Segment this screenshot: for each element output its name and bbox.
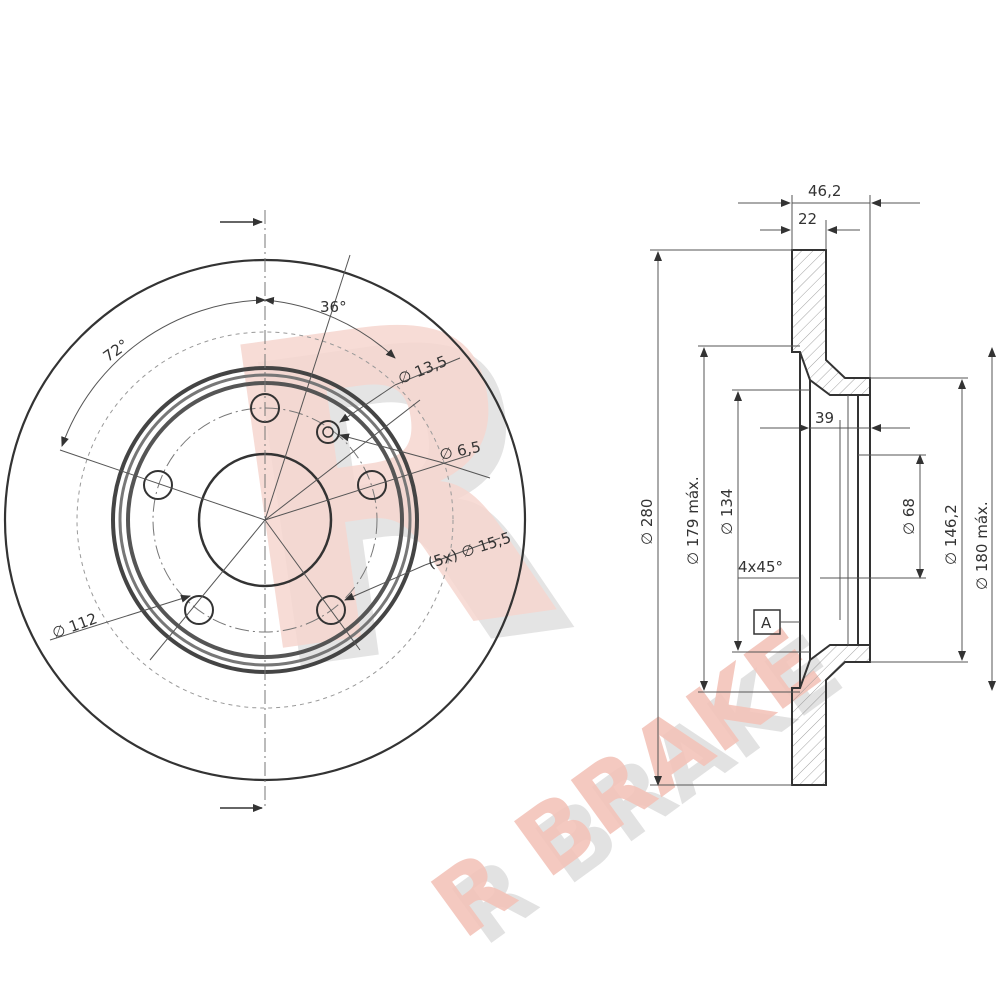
construction-circle: [76, 331, 454, 709]
centerline-ray: [264, 454, 471, 521]
datum-label: A: [761, 614, 772, 632]
locating-hole-inner: [322, 426, 334, 438]
leader-6-5: [339, 433, 441, 463]
dim-label-pcd: ∅ 112: [50, 609, 100, 642]
dim-label-280: ∅ 280: [638, 499, 656, 545]
section-hatch-top: [791, 249, 871, 396]
bolt-hole: [357, 470, 387, 500]
side-section-view: ∅ 280 ∅ 179 máx. ∅ 134 ∅ 68 ∅ 146,2 ∅ 18…: [638, 182, 996, 786]
dim-label-22: 22: [798, 210, 817, 228]
locating-hole-outer: [316, 420, 340, 444]
dim-label-146-2: ∅ 146,2: [942, 504, 960, 565]
leader-6-5-tail: [439, 461, 491, 479]
leader-pcd: [49, 594, 191, 641]
bolt-hole: [184, 595, 214, 625]
dim-label-39: 39: [815, 409, 834, 427]
dim-label-180: ∅ 180 máx.: [973, 501, 991, 590]
leader-bolt-holes-tail: [424, 537, 501, 566]
dim-label-134: ∅ 134: [718, 489, 736, 535]
dim-label-46-2: 46,2: [808, 182, 841, 200]
dim-label-179: ∅ 179 máx.: [684, 476, 702, 565]
centerline-ray: [264, 519, 361, 651]
dim-label-68: ∅ 68: [900, 498, 918, 535]
leader-13-5-tail: [394, 357, 461, 386]
hub-outline: [799, 352, 871, 688]
centerline-ray: [59, 449, 266, 521]
angle-arc-72: [61, 296, 266, 447]
centerline-ray: [264, 399, 421, 521]
bolt-hole: [316, 595, 346, 625]
watermark: R R R BRAKE R BRAKE: [191, 223, 861, 966]
angle-label-72: 72°: [100, 336, 132, 366]
centerline-ray: [149, 519, 266, 661]
leader-13-5: [339, 384, 396, 423]
bolt-hole: [143, 470, 173, 500]
leader-bolt-holes: [344, 564, 426, 601]
angle-label-36: 36°: [320, 298, 347, 316]
angle-arc-36: [264, 296, 396, 359]
dim-label-chamfer: 4x45°: [738, 558, 783, 576]
